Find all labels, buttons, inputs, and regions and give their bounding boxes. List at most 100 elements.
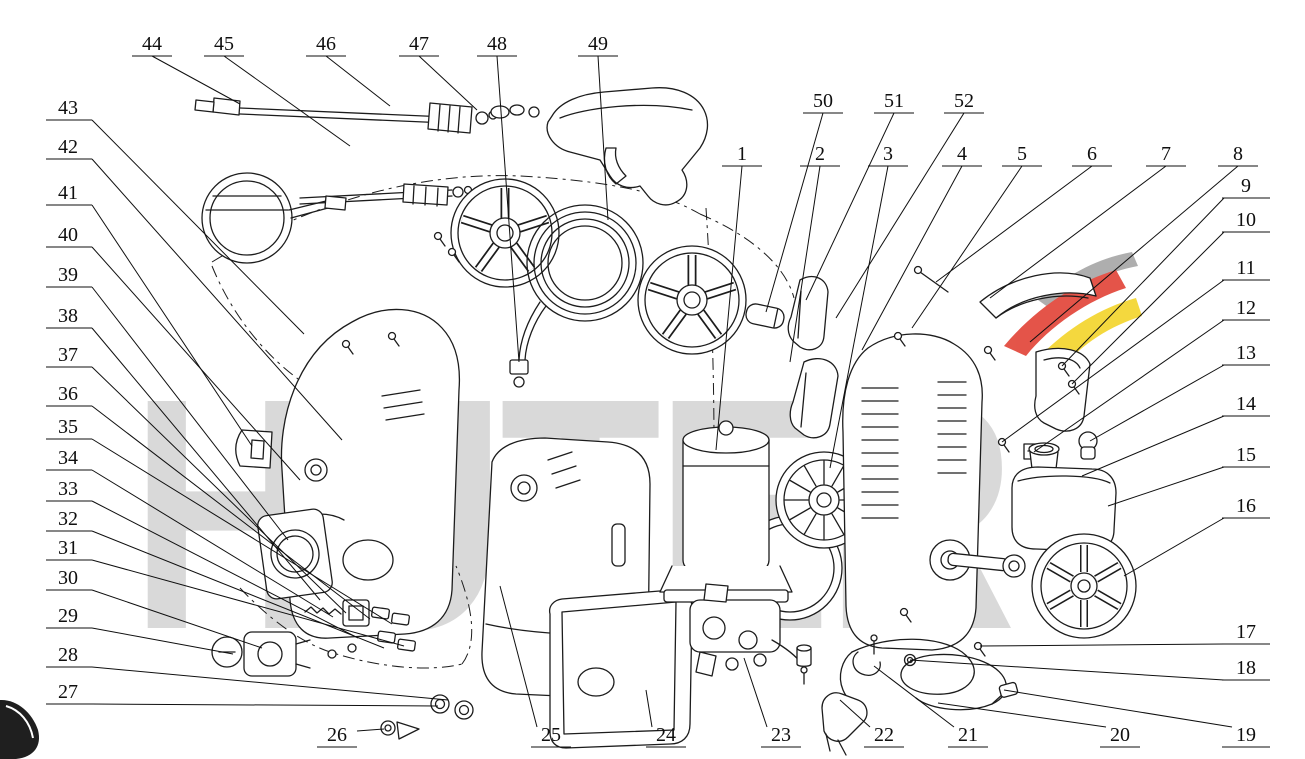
leader-line-47 bbox=[418, 55, 478, 111]
callout-48: 48 bbox=[487, 33, 507, 55]
leader-line-9 bbox=[1061, 197, 1225, 367]
corner-fragment bbox=[0, 699, 40, 759]
leader-line-15 bbox=[1107, 466, 1225, 507]
callout-30: 30 bbox=[58, 567, 78, 589]
leader-line-11 bbox=[1001, 279, 1225, 443]
callout-1: 1 bbox=[737, 143, 747, 165]
callout-19: 19 bbox=[1236, 724, 1256, 746]
leader-line-21 bbox=[873, 665, 955, 728]
leader-line-1 bbox=[715, 165, 743, 451]
motor bbox=[659, 420, 793, 603]
leader-line-29 bbox=[91, 627, 234, 655]
callout-5: 5 bbox=[1017, 143, 1027, 165]
leader-line-44 bbox=[151, 55, 241, 105]
leader-line-3 bbox=[829, 165, 889, 469]
foam-nozzle bbox=[201, 172, 347, 264]
leader-line-20 bbox=[937, 702, 1107, 728]
leader-line-24 bbox=[645, 689, 653, 728]
callout-8: 8 bbox=[1233, 143, 1243, 165]
callout-50: 50 bbox=[813, 90, 833, 112]
leader-line-38 bbox=[91, 327, 321, 601]
callout-43: 43 bbox=[58, 97, 78, 119]
handle-grip bbox=[1034, 347, 1091, 432]
leader-line-16 bbox=[1123, 517, 1225, 577]
leader-line-52 bbox=[835, 112, 965, 319]
leader-line-42 bbox=[91, 158, 343, 441]
nozzle-fitting bbox=[380, 720, 420, 740]
leader-line-34 bbox=[91, 469, 334, 618]
hubcap bbox=[1002, 554, 1026, 578]
detergent-tank bbox=[1011, 442, 1117, 552]
vent-grille-right bbox=[937, 381, 967, 474]
spray-gun bbox=[490, 87, 709, 206]
leader-line-26 bbox=[356, 728, 385, 732]
wheel bbox=[1031, 533, 1137, 639]
leader-line-27 bbox=[91, 703, 439, 707]
leader-line-7 bbox=[989, 165, 1167, 299]
callout-40: 40 bbox=[58, 224, 78, 246]
leader-line-25 bbox=[499, 585, 538, 728]
callout-6: 6 bbox=[1087, 143, 1097, 165]
callout-47: 47 bbox=[409, 33, 429, 55]
leader-line-45 bbox=[223, 55, 351, 147]
hose-reel-disc-right bbox=[637, 245, 747, 355]
callout-32: 32 bbox=[58, 508, 78, 530]
leader-line-49 bbox=[597, 55, 609, 221]
handle-top bbox=[979, 272, 1097, 319]
callout-49: 49 bbox=[588, 33, 608, 55]
callout-34: 34 bbox=[58, 447, 78, 469]
callout-18: 18 bbox=[1236, 657, 1256, 679]
power-cord bbox=[839, 638, 1019, 711]
cap-small bbox=[1078, 431, 1098, 460]
leader-line-13 bbox=[1089, 364, 1225, 442]
leader-line-40 bbox=[91, 246, 301, 481]
callout-26: 26 bbox=[327, 724, 347, 746]
callout-7: 7 bbox=[1161, 143, 1171, 165]
callout-36: 36 bbox=[58, 383, 78, 405]
holder-bracket-upper bbox=[787, 276, 829, 351]
callout-17: 17 bbox=[1236, 621, 1256, 643]
thermal-protector bbox=[211, 631, 311, 677]
leader-line-31 bbox=[91, 559, 405, 647]
callout-12: 12 bbox=[1236, 297, 1256, 319]
callout-39: 39 bbox=[58, 264, 78, 286]
callout-23: 23 bbox=[771, 724, 791, 746]
right-housing-panel bbox=[842, 333, 1009, 651]
callout-52: 52 bbox=[954, 90, 974, 112]
callout-29: 29 bbox=[58, 605, 78, 627]
leader-line-48 bbox=[496, 55, 520, 363]
callout-45: 45 bbox=[214, 33, 234, 55]
leader-line-12 bbox=[1033, 319, 1225, 453]
callout-10: 10 bbox=[1236, 209, 1256, 231]
callout-13: 13 bbox=[1236, 342, 1256, 364]
leader-line-46 bbox=[325, 55, 391, 107]
leader-line-17 bbox=[979, 643, 1225, 647]
leader-line-18 bbox=[909, 659, 1225, 681]
leader-line-39 bbox=[91, 286, 289, 541]
leader-line-10 bbox=[1071, 231, 1225, 385]
leader-line-50 bbox=[765, 112, 824, 313]
leader-line-23 bbox=[743, 657, 768, 728]
holder-bracket-lower bbox=[789, 358, 839, 439]
callout-21: 21 bbox=[958, 724, 978, 746]
callout-3: 3 bbox=[883, 143, 893, 165]
leader-line-41 bbox=[91, 204, 253, 447]
leader-line-43 bbox=[91, 119, 305, 335]
callout-42: 42 bbox=[58, 136, 78, 158]
callout-44: 44 bbox=[142, 33, 162, 55]
callout-14: 14 bbox=[1236, 393, 1256, 415]
callout-22: 22 bbox=[874, 724, 894, 746]
callout-31: 31 bbox=[58, 537, 78, 559]
callout-4: 4 bbox=[957, 143, 967, 165]
callout-38: 38 bbox=[58, 305, 78, 327]
leader-line-14 bbox=[1081, 415, 1225, 477]
callout-33: 33 bbox=[58, 478, 78, 500]
cap-rings bbox=[430, 694, 474, 720]
callout-16: 16 bbox=[1236, 495, 1256, 517]
callout-28: 28 bbox=[58, 644, 78, 666]
leader-line-8 bbox=[1029, 165, 1239, 343]
leader-line-4 bbox=[861, 165, 963, 351]
